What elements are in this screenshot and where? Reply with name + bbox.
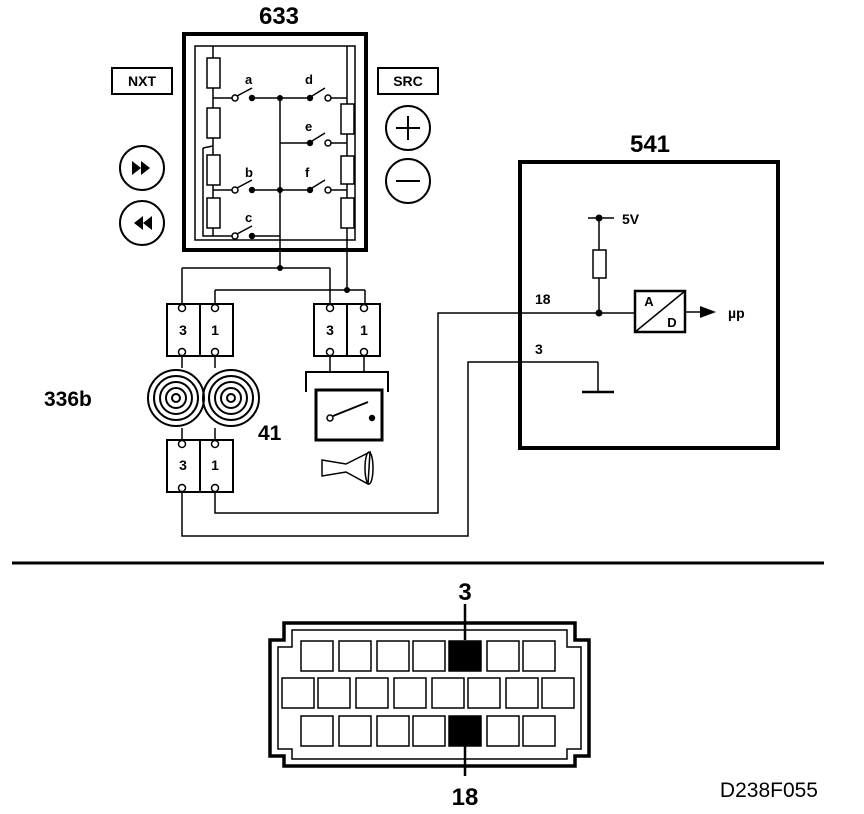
src-label: SRC [393,73,423,89]
lower-pin-3: 3 [179,457,187,473]
connector-pin [338,640,372,672]
upper-right-pin-1: 1 [360,322,368,338]
computer-pin-18-label: 18 [535,291,551,307]
connector-pin [412,640,446,672]
connector-upper-right: 3 1 [313,303,381,357]
switch-a-label: a [245,72,253,87]
signal-wires [181,312,598,537]
adc-a-label: A [644,294,654,309]
microprocessor-label: µp [728,305,745,321]
connector-pin [317,677,351,709]
connector-pin [376,640,410,672]
connector-pin-3-callout: 3 [458,579,471,606]
connector-pin [522,715,556,747]
harness-wires [181,265,366,306]
connector-pin [467,677,501,709]
switch-unit-box [182,32,368,252]
connector-pin-highlighted [448,640,482,672]
connector-upper-left: 3 1 [166,303,234,357]
switch-unit-inner [194,45,356,241]
computer-unit-circuit [582,214,716,394]
supply-voltage-label: 5V [622,211,640,227]
minus-circle-icon [385,158,431,204]
computer-unit-box [518,160,780,450]
computer-unit-label: 541 [630,131,670,158]
horn-relay [305,356,389,442]
nxt-label: NXT [128,73,156,89]
switch-unit-label: 633 [259,3,299,30]
connector-pin [338,715,372,747]
switch-c-label: c [245,210,252,225]
switch-f-label: f [305,165,310,180]
lower-pin-1: 1 [211,457,219,473]
connector-pin-grid [281,640,575,747]
upper-right-pin-3: 3 [326,322,334,338]
switch-e-label: e [305,119,312,134]
src-button [377,67,439,95]
fast-forward-icon [119,145,165,191]
rotary-contact-spiral-left [147,356,205,440]
connector-pin [281,677,315,709]
horn-icon [321,450,374,486]
connector-pin [505,677,539,709]
connector-pin [300,640,334,672]
rewind-icon [119,200,165,246]
connector-lower: 3 1 [166,439,234,493]
connector-face [268,604,591,776]
plus-circle-icon [385,105,431,151]
adc-d-label: D [667,315,676,330]
connector-pin [412,715,446,747]
connector-pin-18-callout: 18 [452,784,479,811]
connector-pin [486,640,520,672]
upper-left-pin-1: 1 [211,322,219,338]
connector-pin [300,715,334,747]
computer-pin-3-label: 3 [535,341,543,357]
connector-pin [355,677,389,709]
nxt-button [111,67,173,95]
horn-label: 41 [258,422,282,445]
connector-pin [522,640,556,672]
reference-code: D238F055 [720,779,818,802]
connector-pin [541,677,575,709]
upper-left-pin-3: 3 [179,322,187,338]
switch-unit-circuit: a b c d e f [202,46,355,290]
rotary-contact-label: 336b [44,388,92,411]
switch-b-label: b [245,165,253,180]
connector-pin [431,677,465,709]
connector-pin [393,677,427,709]
connector-pin [486,715,520,747]
rotary-contact-spiral-right [202,356,260,440]
connector-pin [376,715,410,747]
switch-d-label: d [305,72,313,87]
